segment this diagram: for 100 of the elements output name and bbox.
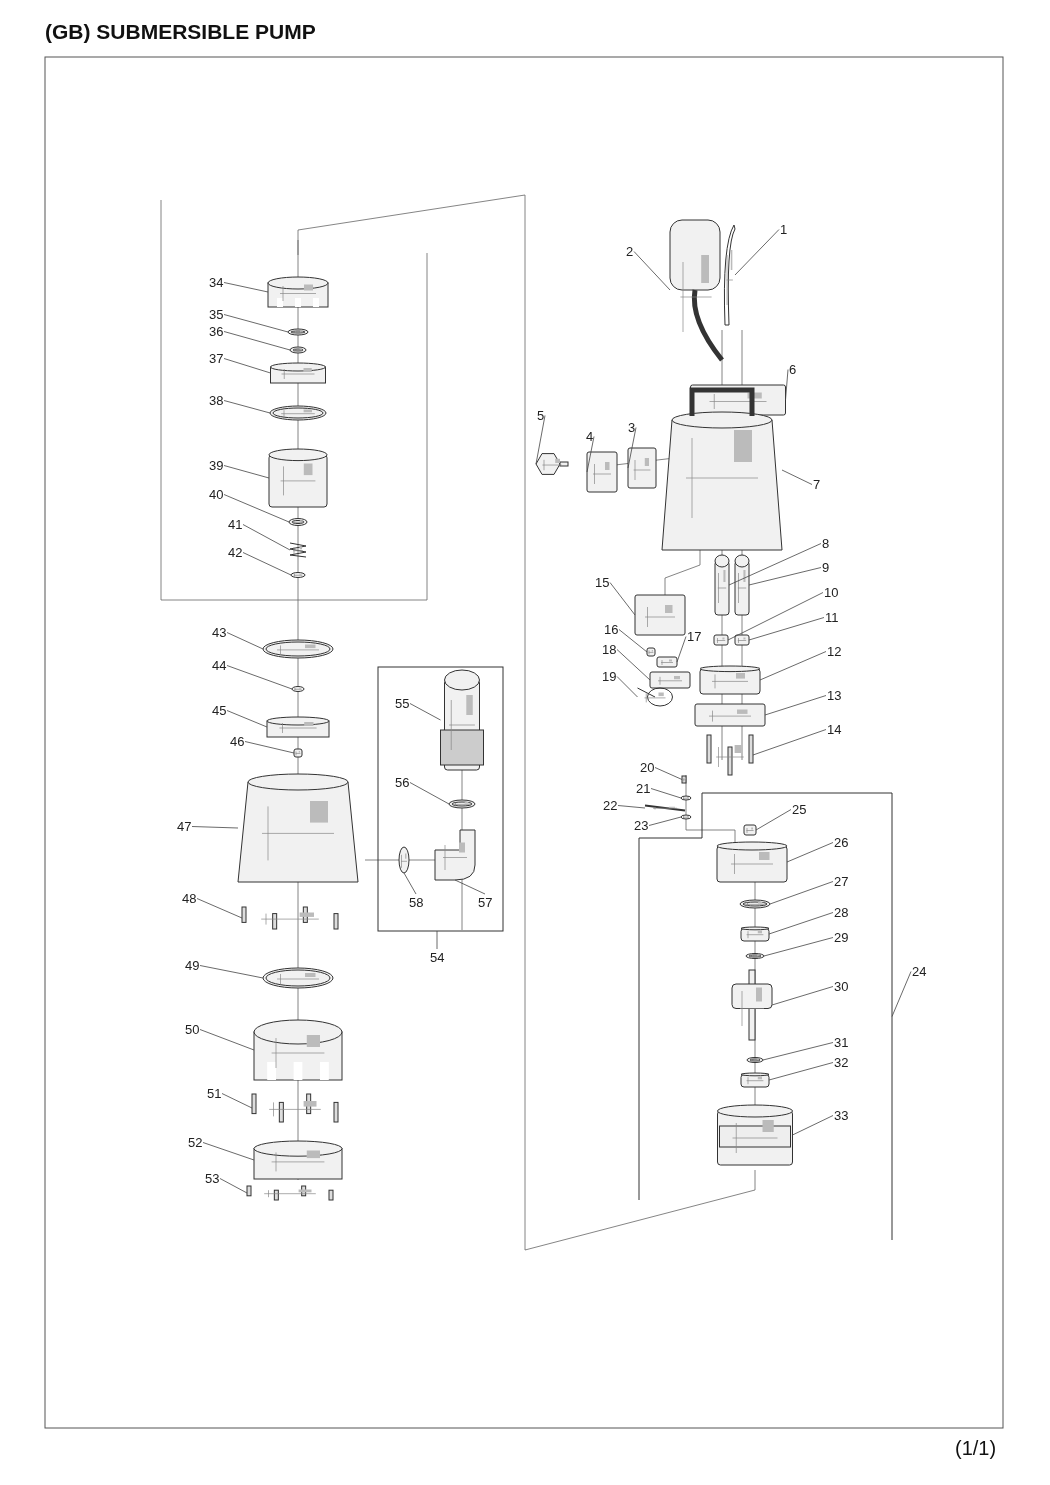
leader-line [762,1042,834,1061]
leader-line [676,636,687,663]
callout-number: 45 [212,703,227,718]
ring-drawing [291,686,305,692]
callout-number: 51 [207,1086,222,1101]
callout-number: 37 [209,351,224,366]
callout-number: 3 [628,420,636,435]
leader-line [409,782,450,805]
small-part-drawing [734,634,750,646]
leader-line [771,986,834,1006]
leader-line [223,314,289,333]
callout-number: 47 [177,819,192,834]
leader-line [199,965,264,979]
ring-drawing [289,346,307,354]
callout-number: 28 [834,905,849,920]
leader-line [650,788,682,799]
callout-number: 20 [640,760,655,775]
impeller-drawing [266,716,330,738]
leader-line [616,676,638,698]
leader-line [223,282,269,293]
callout-number: 9 [822,560,830,575]
ring-drawing [290,572,306,578]
callout-number: 34 [209,275,224,290]
callout-number: 58 [409,895,424,910]
callout-number: 14 [827,722,842,737]
leader-line [223,400,271,414]
callout-number: 56 [395,775,410,790]
page-number: (1/1) [955,1437,997,1460]
callout-number: 57 [478,895,493,910]
leader-line [768,1062,834,1081]
ring-drawing [288,518,308,526]
leader-line [648,816,682,826]
leader-line [403,872,417,895]
leader-line [627,427,637,469]
capacitor-drawing [699,665,761,695]
callout-number: 22 [603,798,618,813]
leader-line [755,809,792,831]
callout-number: 36 [209,324,224,339]
cup-drawing [268,448,328,508]
callout-number: 32 [834,1055,849,1070]
sleeve-drawing [714,554,730,616]
knob-drawing [535,453,569,475]
leader-line [221,1093,253,1109]
leader-line [219,1178,248,1194]
cable-drawing [723,224,736,326]
leader-line [409,703,441,721]
page-title: (GB) SUBMERSIBLE PUMP [45,20,316,44]
leader-line [617,805,646,809]
leader-line [244,741,295,754]
ring-drawing [262,639,334,659]
callout-number: 49 [185,958,200,973]
callout-number: 2 [626,244,634,259]
group-frame [377,666,504,932]
leader-line [226,665,293,690]
callout-number: 54 [430,950,445,965]
callout-number: 44 [212,658,227,673]
callout-number: 40 [209,487,224,502]
float-switch-drawing [669,219,724,362]
casing-drawing [237,773,359,883]
callout-number: 18 [602,642,617,657]
cap-drawing [270,362,326,384]
callout-number: 23 [634,818,649,833]
callout-number: 15 [595,575,610,590]
callout-number: 35 [209,307,224,322]
leader-line [618,629,648,653]
leader-line [654,767,683,780]
leader-line [196,898,243,919]
callout-number: 50 [185,1022,200,1037]
callout-number: 5 [537,408,545,423]
callout-number: 12 [827,644,842,659]
leader-line [223,358,271,374]
leader-line [785,369,789,401]
leader-line [748,567,822,586]
callout-number: 4 [586,429,594,444]
leader-line [226,710,268,728]
callout-number: 30 [834,979,849,994]
callout-number: 11 [825,610,839,625]
leader-line [191,826,239,829]
callout-number: 19 [602,669,617,684]
hose-nozzle-drawing [440,669,484,771]
motor-cover-drawing [716,841,788,883]
callout-number: 8 [822,536,830,551]
callout-number: 46 [230,734,245,749]
callout-number: 43 [212,625,227,640]
leader-line [609,582,636,616]
connector-drawing [634,594,686,636]
leader-line [586,436,595,473]
leader-line [242,552,292,576]
callout-number: 31 [834,1035,849,1050]
callout-number: 24 [912,964,927,979]
leader-line [202,1142,255,1161]
callout-number: 6 [789,362,797,377]
screw-drawing [241,906,339,930]
small-part-drawing [656,656,678,668]
small-part-drawing [713,634,729,646]
leader-line [223,331,291,351]
spring-drawing [289,542,307,558]
leader-line [786,842,834,863]
leader-line [633,251,671,291]
callout-number: 33 [834,1108,849,1123]
